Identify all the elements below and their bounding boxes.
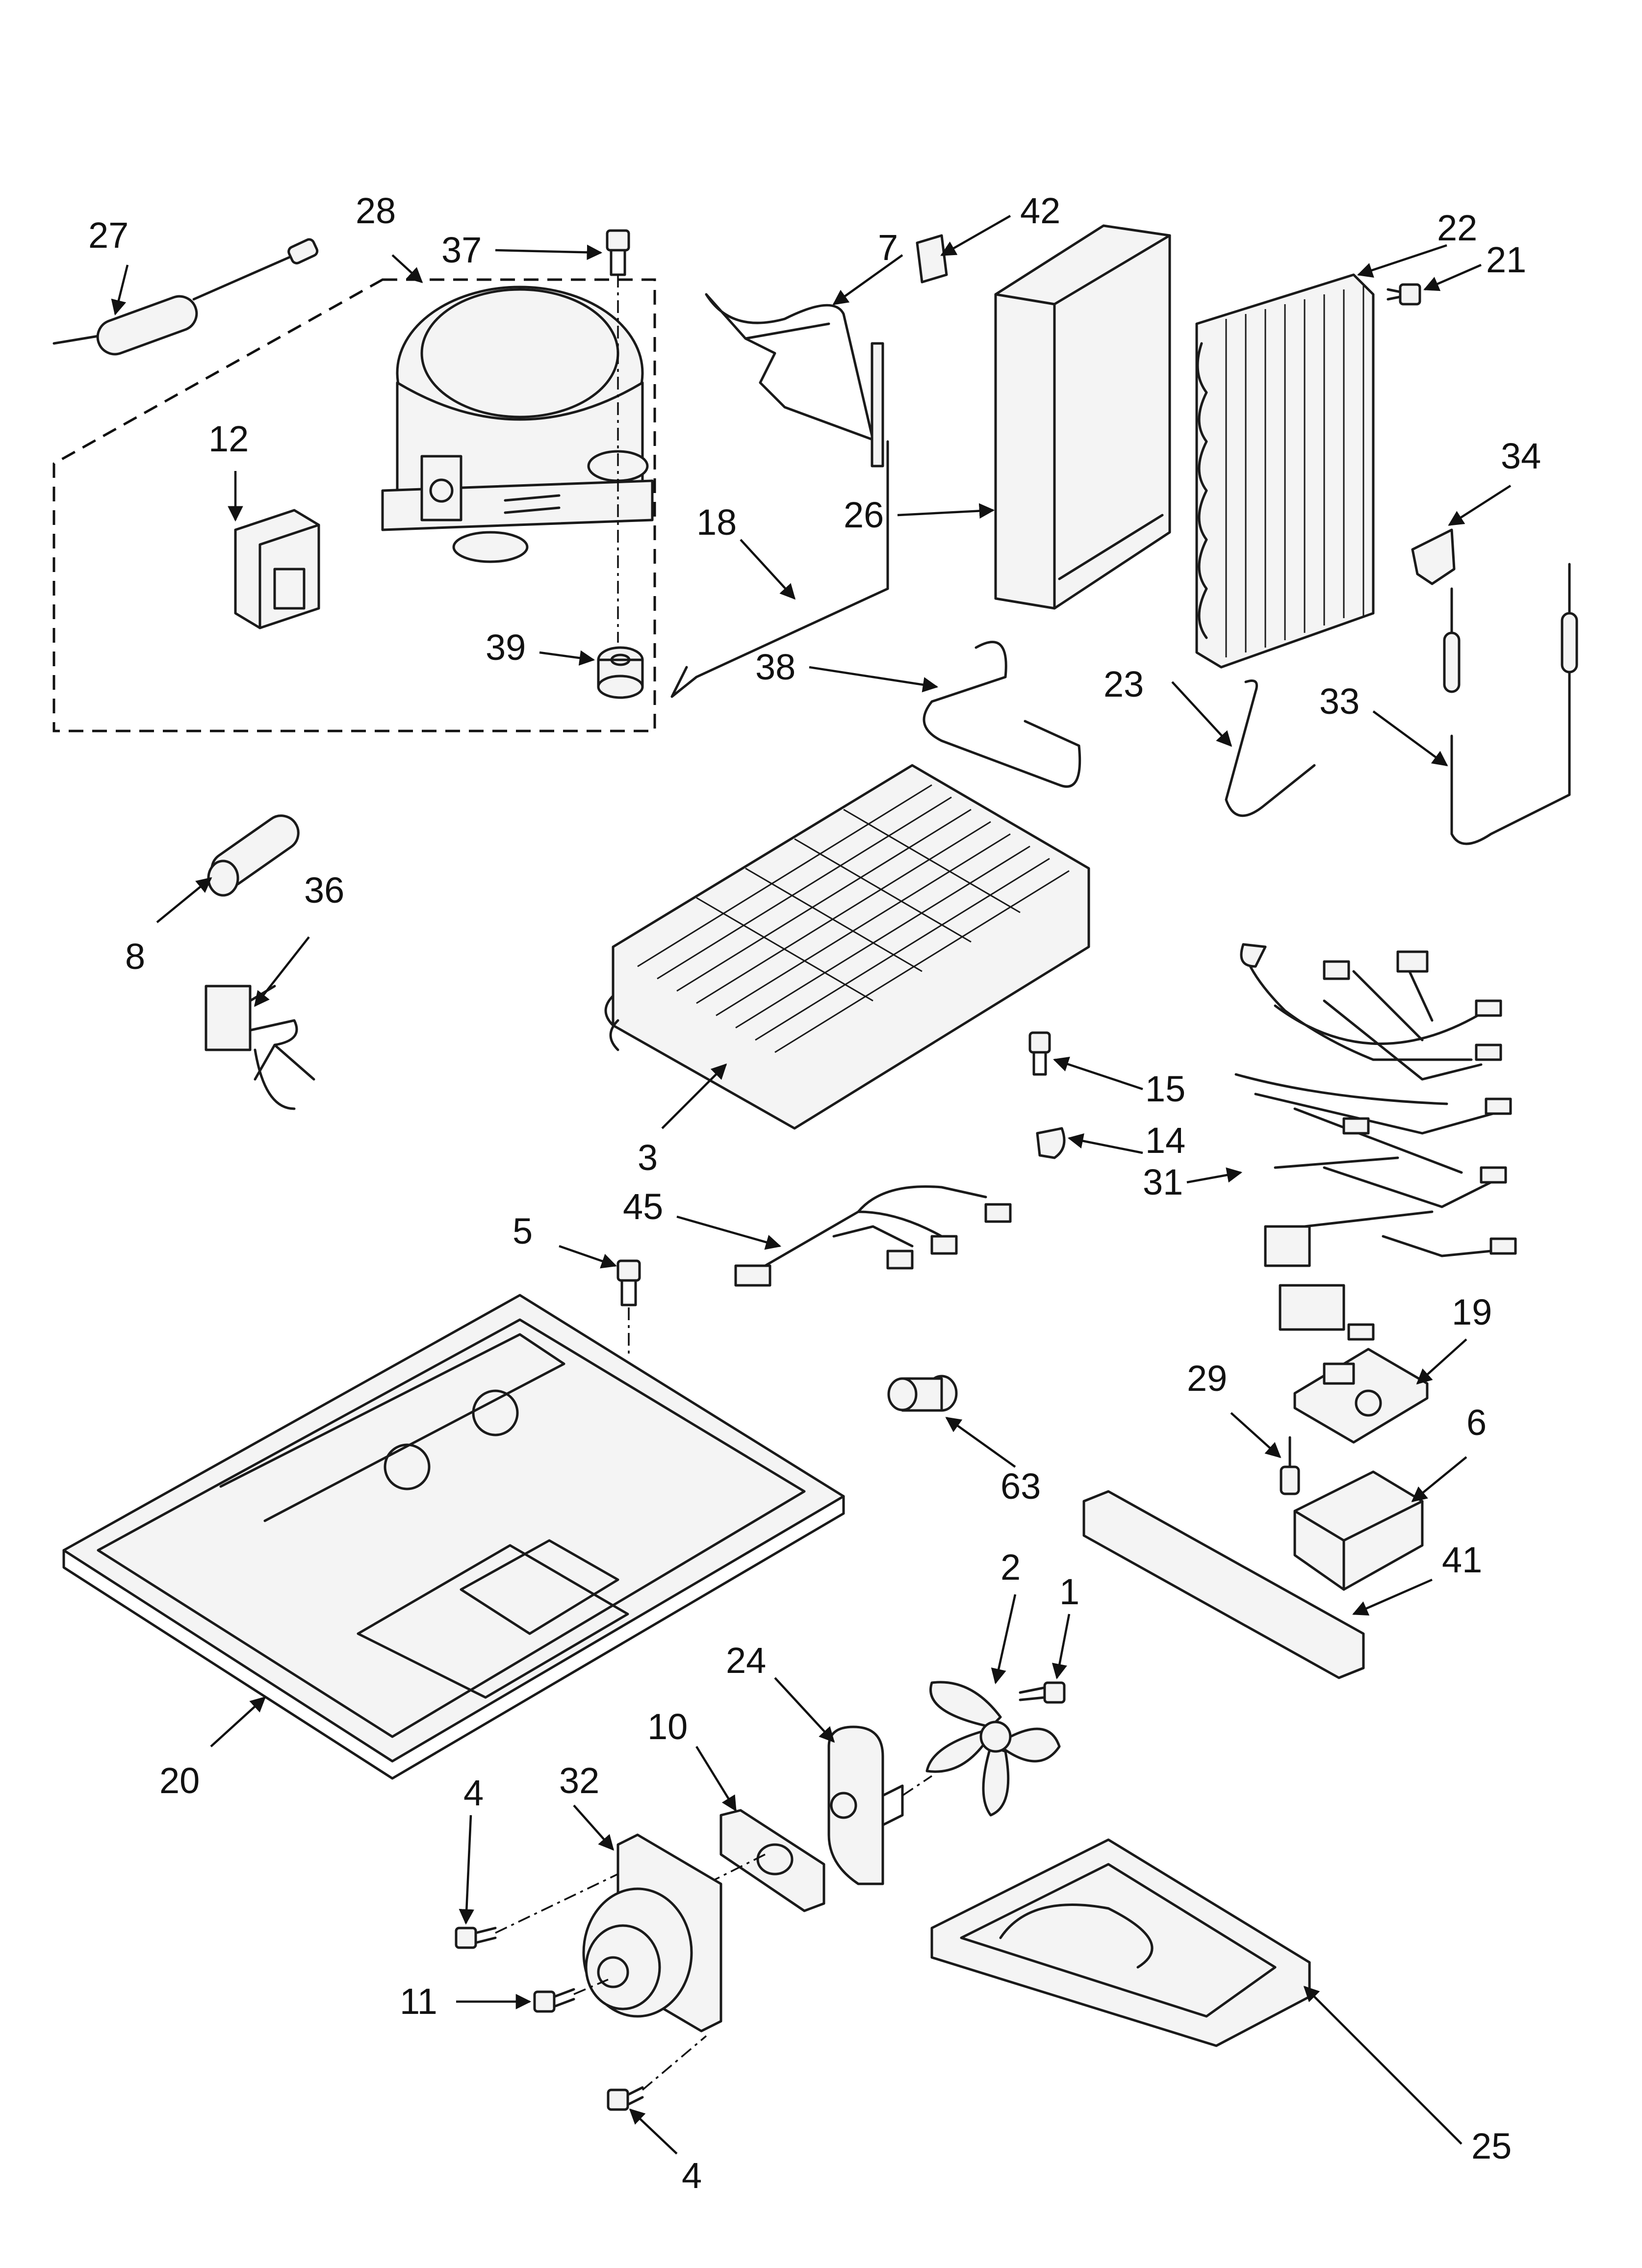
callout-3: 3 — [638, 1137, 658, 1178]
part-37-screw — [606, 229, 630, 276]
part-26-housing — [994, 224, 1171, 610]
callout-26: 26 — [844, 495, 884, 535]
leader-lines — [111, 215, 1512, 2155]
part-10-plate — [719, 1809, 825, 1912]
part-33-tubes — [1443, 563, 1578, 845]
callout-19: 19 — [1452, 1292, 1492, 1332]
part-36-harness — [205, 985, 315, 1110]
part-24-motor — [827, 1725, 932, 1885]
part-39-grommet — [597, 646, 644, 699]
callout-38: 38 — [755, 647, 795, 687]
callout-11: 11 — [400, 1981, 437, 2022]
part-15-screw — [1028, 1031, 1051, 1076]
callout-10: 10 — [647, 1706, 688, 1747]
part-6-box — [1293, 1470, 1424, 1591]
callout-12: 12 — [208, 418, 249, 459]
part-25-pan — [930, 1838, 1311, 2047]
part-8-tube — [207, 814, 300, 897]
callout-15: 15 — [1145, 1069, 1185, 1109]
callout-37: 37 — [441, 230, 482, 270]
callout-27: 27 — [88, 215, 128, 256]
part-5-screw — [616, 1259, 641, 1306]
part-14-clip — [1036, 1127, 1066, 1159]
callout-28: 28 — [356, 190, 396, 231]
callout-4-bottom: 4 — [682, 2155, 702, 2196]
callout-14: 14 — [1145, 1120, 1185, 1161]
callout-labels: 27 28 37 7 42 22 21 12 34 26 18 39 38 23… — [88, 190, 1541, 2196]
callout-23: 23 — [1103, 664, 1144, 704]
callout-34: 34 — [1501, 436, 1541, 476]
part-2-fan — [925, 1681, 1061, 1817]
part-22-condenser — [1195, 273, 1375, 669]
callout-7: 7 — [878, 227, 898, 268]
part-21-screw — [1386, 283, 1421, 306]
part-3-evaporator — [604, 764, 1090, 1130]
callout-31: 31 — [1143, 1162, 1183, 1202]
part-7-tube — [705, 293, 879, 463]
callout-6: 6 — [1466, 1402, 1487, 1443]
parts-artwork — [52, 224, 1578, 2111]
callout-18: 18 — [696, 502, 737, 543]
callout-21: 21 — [1486, 239, 1526, 280]
callout-8: 8 — [125, 936, 145, 977]
callout-1: 1 — [1059, 1571, 1079, 1612]
callout-32: 32 — [559, 1760, 599, 1801]
part-19-board — [1293, 1348, 1429, 1444]
callout-33: 33 — [1319, 681, 1360, 722]
callout-41: 41 — [1442, 1539, 1482, 1580]
part-23-wire — [1225, 679, 1316, 817]
callout-20: 20 — [159, 1760, 200, 1801]
callout-24: 24 — [726, 1640, 766, 1681]
part-32-shroud — [582, 1833, 722, 2033]
callout-2: 2 — [1001, 1547, 1021, 1588]
callout-36: 36 — [304, 870, 344, 911]
part-28-compressor — [381, 286, 654, 563]
part-31-harness — [1234, 943, 1517, 1341]
part-11-screw — [533, 1979, 609, 2013]
part-4-screw-top — [455, 1873, 618, 1949]
part-1-screw — [1019, 1681, 1066, 1704]
part-20-base — [62, 1294, 845, 1780]
callout-5: 5 — [513, 1211, 533, 1251]
part-45-harness — [734, 1185, 1012, 1287]
callout-22: 22 — [1437, 208, 1477, 248]
part-27-drier — [52, 238, 319, 356]
callout-45: 45 — [623, 1186, 663, 1227]
part-34-clip — [1411, 528, 1456, 585]
callout-42: 42 — [1020, 190, 1060, 231]
callout-63: 63 — [1001, 1466, 1041, 1507]
part-29-sensor — [1280, 1436, 1300, 1495]
callout-4-top: 4 — [463, 1773, 484, 1813]
part-12-relay — [234, 509, 320, 629]
callout-29: 29 — [1187, 1358, 1227, 1399]
part-63-plug — [887, 1375, 958, 1412]
callout-39: 39 — [486, 627, 526, 668]
part-4-screw-bottom — [607, 2035, 707, 2111]
part-38-hose — [923, 641, 1081, 788]
callout-25: 25 — [1471, 2126, 1512, 2166]
part-28-boundary — [52, 278, 656, 732]
part-42-clip — [916, 234, 948, 284]
part-41-strip — [1082, 1490, 1365, 1679]
